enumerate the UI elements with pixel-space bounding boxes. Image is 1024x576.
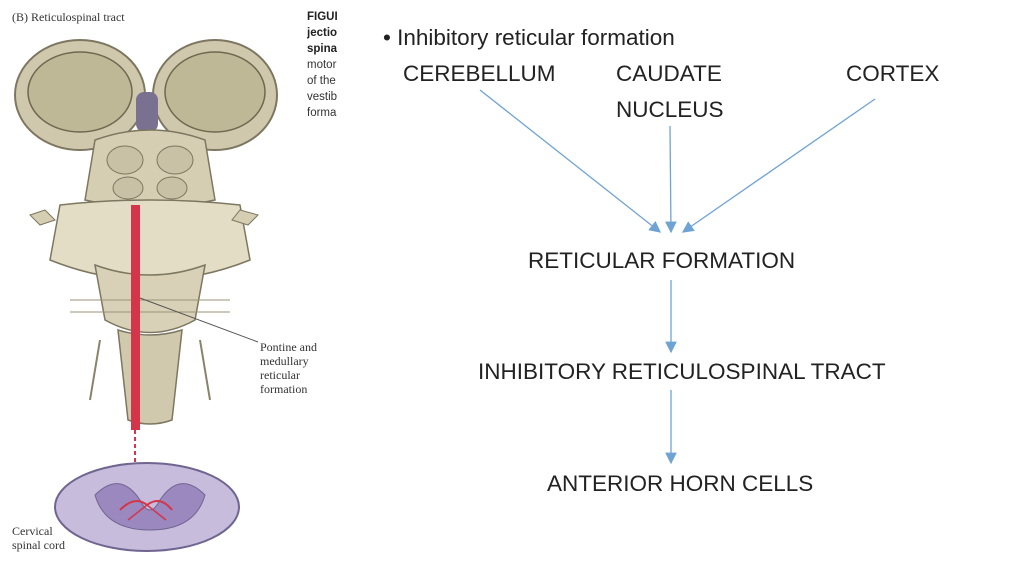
caption-line: motor bbox=[307, 59, 337, 71]
spinal-cord-section bbox=[54, 462, 240, 552]
node-caudate-nucleus: NUCLEUS bbox=[616, 97, 724, 122]
node-anterior-horn-cells: ANTERIOR HORN CELLS bbox=[547, 471, 814, 496]
bullet-text: Inhibitory reticular formation bbox=[397, 25, 675, 50]
label-line: spinal cord bbox=[12, 538, 65, 552]
caption-line: of the bbox=[307, 75, 336, 87]
label-line: Pontine and bbox=[260, 340, 317, 354]
arrow-cortex-to-reticular bbox=[681, 98, 876, 233]
brainstem-figure: (B) Reticulospinal tract FIGUI jectio sp… bbox=[0, 0, 350, 576]
label-line: formation bbox=[260, 382, 308, 396]
caption-line: vestib bbox=[307, 91, 338, 103]
node-reticular-formation: RETICULAR FORMATION bbox=[528, 248, 796, 273]
brainstem-illustration bbox=[14, 39, 278, 552]
caption-line: forma bbox=[307, 107, 337, 119]
label-line: reticular bbox=[260, 368, 300, 382]
label-pontine-medullary: Pontine and medullary reticular formatio… bbox=[260, 340, 317, 396]
figure-title: (B) Reticulospinal tract bbox=[12, 10, 125, 24]
node-inhibitory-reticulospinal-tract: INHIBITORY RETICULOSPINAL TRACT bbox=[478, 359, 886, 384]
caption-line: spina bbox=[307, 43, 338, 55]
node-caudate: CAUDATE bbox=[616, 61, 722, 86]
label-line: Cervical bbox=[12, 524, 53, 538]
caption-line: FIGUI bbox=[307, 11, 338, 23]
caption-line: jectio bbox=[307, 27, 338, 39]
node-cortex: CORTEX bbox=[846, 61, 940, 86]
label-cervical-spinal-cord: Cervical spinal cord bbox=[12, 524, 65, 552]
arrow-caudate-to-reticular bbox=[665, 125, 677, 234]
bullet-icon: • bbox=[383, 25, 398, 50]
figure-caption: FIGUI jectio spina motor of the vestib f… bbox=[307, 9, 350, 121]
label-line: medullary bbox=[260, 354, 309, 368]
arrow-cerebellum-to-reticular bbox=[479, 89, 662, 233]
bullet-heading: • Inhibitory reticular formation bbox=[383, 25, 675, 51]
node-cerebellum: CEREBELLUM bbox=[403, 61, 556, 86]
reticulospinal-tract bbox=[131, 205, 140, 430]
